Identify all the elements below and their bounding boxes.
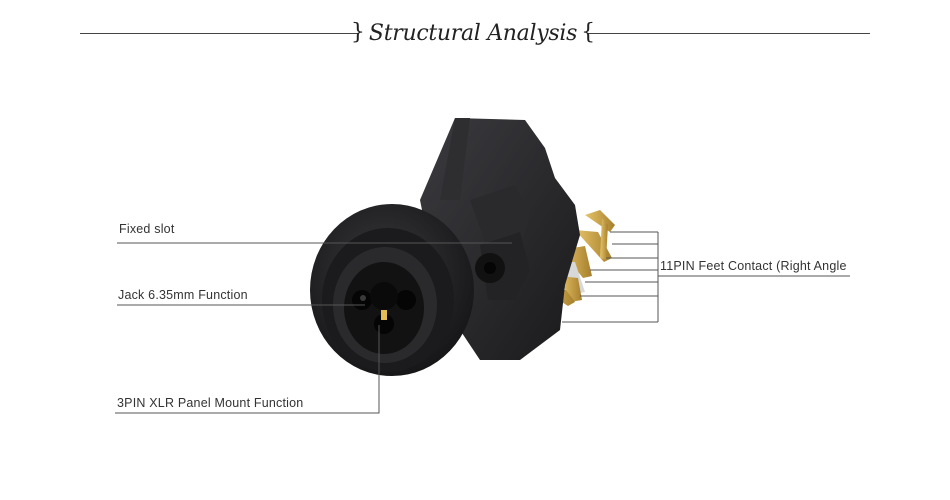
section-header: } Structural Analysis { bbox=[351, 16, 595, 50]
header-rule-right bbox=[588, 33, 870, 34]
callout-pins: 11PIN Feet Contact (Right Angle bbox=[660, 259, 847, 273]
title-bracket-right: { bbox=[581, 20, 596, 45]
callout-jack: Jack 6.35mm Function bbox=[118, 288, 248, 302]
front-face bbox=[310, 204, 474, 376]
callout-xlr: 3PIN XLR Panel Mount Function bbox=[117, 396, 304, 410]
callout-lines bbox=[115, 231, 850, 414]
title-bracket-left: } bbox=[350, 20, 365, 45]
section-title: Structural Analysis bbox=[368, 20, 578, 46]
callout-fixed-slot: Fixed slot bbox=[119, 222, 175, 236]
callout-lines-pins bbox=[562, 231, 850, 323]
callout-line-xlr bbox=[115, 325, 380, 414]
header-rule-left bbox=[80, 33, 358, 34]
